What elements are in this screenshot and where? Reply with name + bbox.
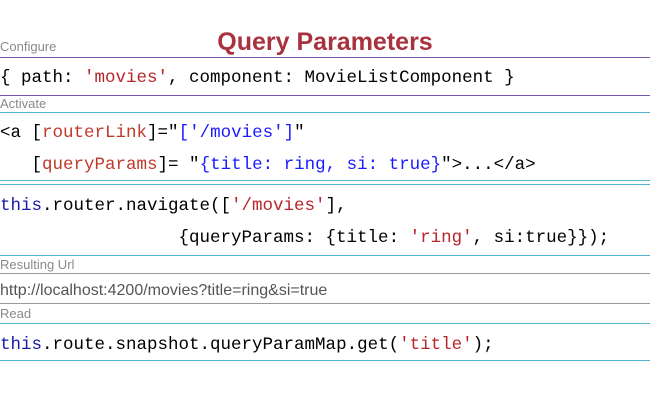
code-attribute: queryParams — [42, 155, 158, 175]
divider — [0, 360, 650, 361]
code-string: 'movies' — [84, 68, 169, 88]
code-string: 'ring' — [409, 228, 473, 248]
code-text: , si:true}}); — [472, 228, 610, 248]
activate-queryparams-line: [queryParams]= "{title: ring, si: true}"… — [0, 154, 536, 176]
section-label-configure: Configure — [0, 39, 57, 54]
divider — [0, 303, 650, 304]
divider — [0, 323, 650, 324]
code-text: ); — [472, 335, 494, 355]
code-text: ">...</a> — [441, 155, 536, 175]
code-value: ['/movies'] — [178, 123, 295, 143]
page-title: Query Parameters — [217, 28, 433, 56]
code-text: " — [294, 123, 305, 143]
divider — [0, 57, 650, 58]
code-attribute: routerLink — [42, 123, 148, 143]
activate-routerlink-line: <a [routerLink]="['/movies']" — [0, 122, 305, 144]
code-keyword: this — [0, 335, 43, 355]
code-value: {title: ring, si: true} — [199, 155, 442, 175]
code-text: [ — [0, 155, 43, 175]
code-text: .route.snapshot.queryParamMap.get( — [42, 335, 400, 355]
code-text: ], — [325, 196, 347, 216]
code-text: {queryParams: {title: — [0, 228, 410, 248]
code-text: { path: — [0, 68, 85, 88]
divider — [0, 180, 650, 181]
section-label-activate: Activate — [0, 96, 47, 111]
code-string: 'title' — [399, 335, 473, 355]
divider — [0, 273, 650, 274]
activate-navigate-line-2: {queryParams: {title: 'ring', si:true}})… — [0, 227, 610, 249]
code-keyword: this — [0, 196, 43, 216]
code-text: ]=" — [147, 123, 179, 143]
section-label-resulting-url: Resulting Url — [0, 257, 75, 272]
section-label-read: Read — [0, 306, 32, 321]
code-string: '/movies' — [231, 196, 326, 216]
resulting-url-text: http://localhost:4200/movies?title=ring&… — [0, 282, 328, 299]
read-code-line: this.route.snapshot.queryParamMap.get('t… — [0, 334, 494, 356]
activate-navigate-line-1: this.router.navigate(['/movies'], — [0, 195, 347, 217]
divider — [0, 255, 650, 256]
divider — [0, 112, 650, 113]
code-text: <a [ — [0, 123, 43, 143]
configure-code-line: { path: 'movies', component: MovieListCo… — [0, 67, 515, 89]
divider — [0, 184, 650, 185]
code-text: , component: MovieListComponent } — [168, 68, 515, 88]
code-text: ]= " — [157, 155, 200, 175]
code-text: .router.navigate([ — [42, 196, 232, 216]
divider — [0, 95, 650, 96]
